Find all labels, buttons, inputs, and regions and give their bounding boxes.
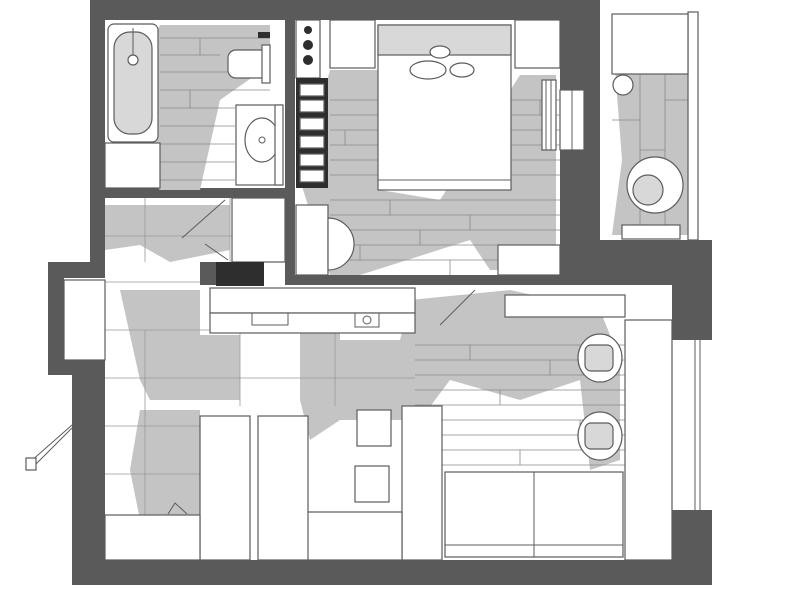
hallway-dark-panel	[216, 262, 264, 286]
living-side-counter	[624, 319, 673, 561]
balcony-frame	[687, 11, 699, 241]
toilet	[227, 44, 271, 84]
kitchen-counter	[209, 312, 416, 334]
lounge-chair-lower	[577, 411, 623, 461]
entry-bench	[104, 514, 201, 561]
nightstand-right	[514, 19, 561, 69]
balcony-cabinet	[611, 13, 689, 75]
bathroom-vent	[258, 32, 270, 38]
wardrobe-right	[257, 415, 309, 561]
room-divider-cabinet	[401, 405, 443, 561]
towel-rail	[274, 104, 284, 186]
bathroom-counter	[104, 142, 161, 189]
bedroom-window	[559, 89, 585, 151]
living-door-swing	[439, 289, 476, 326]
dining-stool-lower	[354, 465, 390, 503]
lounge-chair-upper	[577, 333, 623, 383]
side-table	[612, 74, 634, 96]
entry-closet	[231, 197, 286, 263]
sofa	[444, 471, 624, 558]
pillows	[409, 45, 475, 80]
entry-hook	[167, 502, 188, 515]
bedroom-chair	[327, 217, 355, 271]
dining-stool-upper	[356, 409, 392, 447]
nightstand-left	[329, 19, 376, 69]
hallway-door-leaf	[204, 243, 229, 261]
cooktop-burner	[362, 315, 372, 325]
kitchen-upper-shelf	[209, 287, 416, 314]
kitchen-cooktop	[354, 312, 380, 328]
living-window-bay	[672, 340, 700, 510]
tv-console	[504, 294, 626, 318]
bathroom-planks	[160, 37, 270, 181]
hallway-door-swing	[181, 199, 226, 239]
bedroom-cabinet	[497, 244, 561, 276]
bathtub	[107, 23, 159, 143]
dining-bench	[306, 511, 403, 561]
radiator	[541, 79, 557, 151]
wardrobe-left	[199, 415, 251, 561]
armchair	[626, 156, 684, 214]
bedroom-desk	[295, 204, 329, 276]
entrance-door	[25, 424, 73, 471]
shelf-column	[295, 19, 328, 188]
entry-window	[63, 279, 106, 361]
bathroom-sink	[235, 104, 283, 186]
balcony-shelf	[621, 224, 681, 240]
living-window	[694, 340, 701, 510]
kitchen-sink	[251, 312, 289, 326]
